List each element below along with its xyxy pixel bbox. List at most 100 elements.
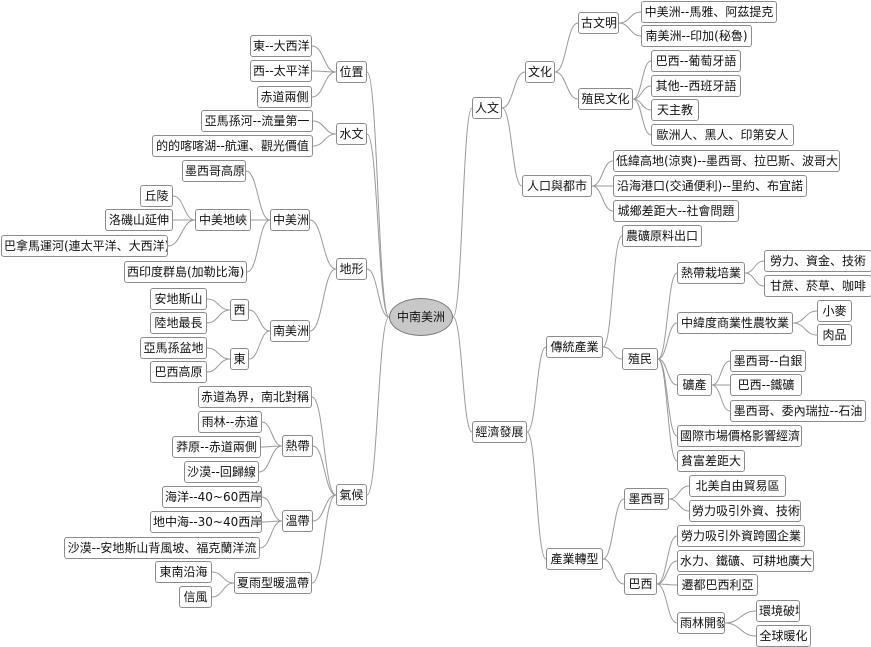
topic-plantation[interactable]: 熱帶栽培業 [677, 262, 745, 284]
connector-line [245, 170, 271, 221]
topic-oil[interactable]: 墨西哥、委內瑞拉--石油 [730, 400, 866, 422]
topic-mediterranean[interactable]: 地中海--30~40西岸 [150, 511, 262, 533]
topic-nafta[interactable]: 北美自由貿易區 [689, 475, 786, 497]
connector-line [366, 268, 390, 318]
topic-amazon-river[interactable]: 亞馬孫河--流量第一 [201, 110, 313, 132]
connector-line [602, 346, 623, 360]
topic-location[interactable]: 位置 [336, 61, 367, 83]
topic-central-america[interactable]: 中美洲 [270, 209, 310, 231]
connector-line [656, 560, 678, 585]
connector-line [657, 358, 678, 437]
topic-inca[interactable]: 南美洲--印加(秘魯) [641, 25, 752, 47]
topic-wenhua[interactable]: 文化 [525, 61, 555, 83]
topic-east[interactable]: 東 [230, 348, 249, 370]
connector-line [258, 445, 283, 473]
topic-coastal-ports[interactable]: 沿海港口(交通便利)--里約、布宜諾 [613, 175, 807, 197]
topic-hydrology[interactable]: 水文 [336, 123, 367, 145]
topic-resources[interactable]: 水力、鐵礦、可耕地廣大 [677, 550, 814, 572]
topic-market-price[interactable]: 國際市場價格影響經濟 [677, 425, 802, 447]
topic-minerals[interactable]: 礦產 [677, 374, 712, 396]
connector-line [656, 583, 678, 624]
topic-traditional-industry[interactable]: 傳統產業 [546, 336, 603, 358]
topic-titicaca[interactable]: 的的喀喀湖--航運、觀光價值 [152, 135, 313, 157]
topic-portuguese[interactable]: 巴西--葡萄牙語 [651, 50, 741, 72]
topic-isthmus[interactable]: 中美地峽 [195, 209, 251, 231]
connector-line [657, 358, 678, 462]
topic-mexico-silver[interactable]: 墨西哥--白銀 [730, 350, 806, 372]
connector-line [452, 107, 473, 318]
topic-brazil-iron[interactable]: 巴西--鐵礦 [730, 374, 802, 396]
topic-urban-rural-gap[interactable]: 城鄉差距大--社會問題 [613, 200, 739, 222]
topic-industry-transition[interactable]: 產業轉型 [546, 548, 603, 570]
topic-west[interactable]: 西 [230, 299, 249, 321]
topic-environment-damage[interactable]: 環境破壞 [756, 600, 800, 622]
topic-panama-canal[interactable]: 巴拿馬運河(連太平洋、大西洋) [1, 235, 168, 257]
connector-line [792, 310, 818, 324]
topic-rainforest-development[interactable]: 雨林開發 [677, 612, 725, 634]
topic-maya[interactable]: 中美洲--馬雅、阿茲提克 [641, 1, 777, 23]
topic-global-warming[interactable]: 全球暖化 [756, 625, 811, 647]
connector-line [656, 583, 678, 586]
topic-guwenming[interactable]: 古文明 [578, 12, 619, 34]
connector-line [311, 494, 337, 584]
topic-multinational[interactable]: 勞力吸引外資跨國企業 [677, 525, 805, 547]
topic-brazil[interactable]: 巴西 [624, 573, 657, 595]
connector-line [366, 133, 390, 318]
topic-andes[interactable]: 安地斯山 [150, 288, 207, 310]
topic-population-cities[interactable]: 人口與都市 [522, 175, 592, 197]
topic-cash-crops[interactable]: 甘蔗、菸草、咖啡 [764, 275, 871, 297]
topic-colonial-culture[interactable]: 殖民文化 [578, 88, 633, 110]
topic-spanish[interactable]: 其他--西班牙語 [651, 75, 741, 97]
topic-economy[interactable]: 經濟發展 [472, 421, 527, 443]
topic-trade-winds[interactable]: 信風 [179, 586, 212, 608]
connector-line [311, 45, 337, 73]
connector-line [312, 445, 337, 496]
topic-landform[interactable]: 地形 [336, 258, 367, 280]
topic-rockies-extension[interactable]: 洛磯山延伸 [105, 209, 173, 231]
root-topic[interactable]: 中南美洲 [389, 298, 453, 336]
topic-east-atlantic[interactable]: 東--大西洋 [250, 35, 312, 57]
topic-raw-export[interactable]: 農礦原料出口 [622, 225, 702, 247]
topic-temperate-desert[interactable]: 沙漠--安地斯山背風坡、福克蘭洋流 [64, 537, 260, 559]
connector-line [744, 260, 765, 274]
topic-catholic[interactable]: 天主教 [651, 99, 699, 121]
topic-amazon-basin[interactable]: 亞馬孫盆地 [140, 337, 207, 359]
topic-brasilia[interactable]: 遷都巴西利亞 [677, 574, 758, 596]
topic-tropical-desert[interactable]: 沙漠--回歸線 [184, 461, 259, 483]
connector-line [602, 235, 623, 348]
topic-mexican-plateau[interactable]: 墨西哥高原 [182, 160, 246, 182]
topic-tropical[interactable]: 熱帶 [282, 435, 313, 457]
topic-longest-range[interactable]: 陸地最長 [150, 312, 207, 334]
connector-line [211, 571, 235, 584]
topic-temperate[interactable]: 溫帶 [282, 510, 313, 532]
topic-humid-subtropical[interactable]: 夏雨型暖溫帶 [234, 572, 312, 594]
topic-brazilian-highlands[interactable]: 巴西高原 [150, 361, 207, 383]
topic-climate[interactable]: 氣候 [336, 484, 367, 506]
topic-labor-capital-tech[interactable]: 勞力、資金、技術 [764, 250, 871, 272]
topic-colonial[interactable]: 殖民 [622, 348, 658, 370]
topic-labor-foreign-investment[interactable]: 勞力吸引外資、技術 [689, 500, 801, 522]
topic-mexico[interactable]: 墨西哥 [624, 488, 669, 510]
topic-southeast-coast[interactable]: 東南沿海 [155, 561, 212, 583]
topic-west-pacific[interactable]: 西--太平洋 [250, 60, 312, 82]
topic-highland-cities[interactable]: 低緯高地(涼爽)--墨西哥、拉巴斯、波哥大 [613, 150, 840, 172]
topic-mid-latitude-farming[interactable]: 中緯度商業性農牧業 [677, 312, 793, 334]
connector-line [366, 71, 390, 318]
topic-marine[interactable]: 海洋--40~60西岸 [162, 486, 262, 508]
topic-west-indies[interactable]: 西印度群島(加勒比海) [124, 261, 247, 283]
topic-wheat[interactable]: 小麥 [817, 300, 852, 322]
topic-wealth-gap[interactable]: 貧富差距大 [677, 450, 745, 472]
topic-savanna[interactable]: 莽原--赤道兩側 [172, 436, 261, 458]
connector-line [259, 520, 283, 549]
topic-equator-sides[interactable]: 赤道兩側 [257, 86, 312, 108]
topic-meat[interactable]: 肉品 [817, 324, 852, 346]
topic-hills[interactable]: 丘陵 [140, 185, 173, 207]
connector-line [309, 268, 337, 332]
topic-renwen[interactable]: 人文 [472, 97, 502, 119]
topic-ethnic-groups[interactable]: 歐洲人、黑人、印第安人 [651, 124, 794, 146]
topic-south-america[interactable]: 南美洲 [270, 320, 310, 342]
connector-line [744, 272, 765, 287]
topic-rainforest[interactable]: 雨林--赤道 [198, 411, 262, 433]
topic-equator-boundary[interactable]: 赤道為界，南北對稱 [198, 386, 312, 408]
